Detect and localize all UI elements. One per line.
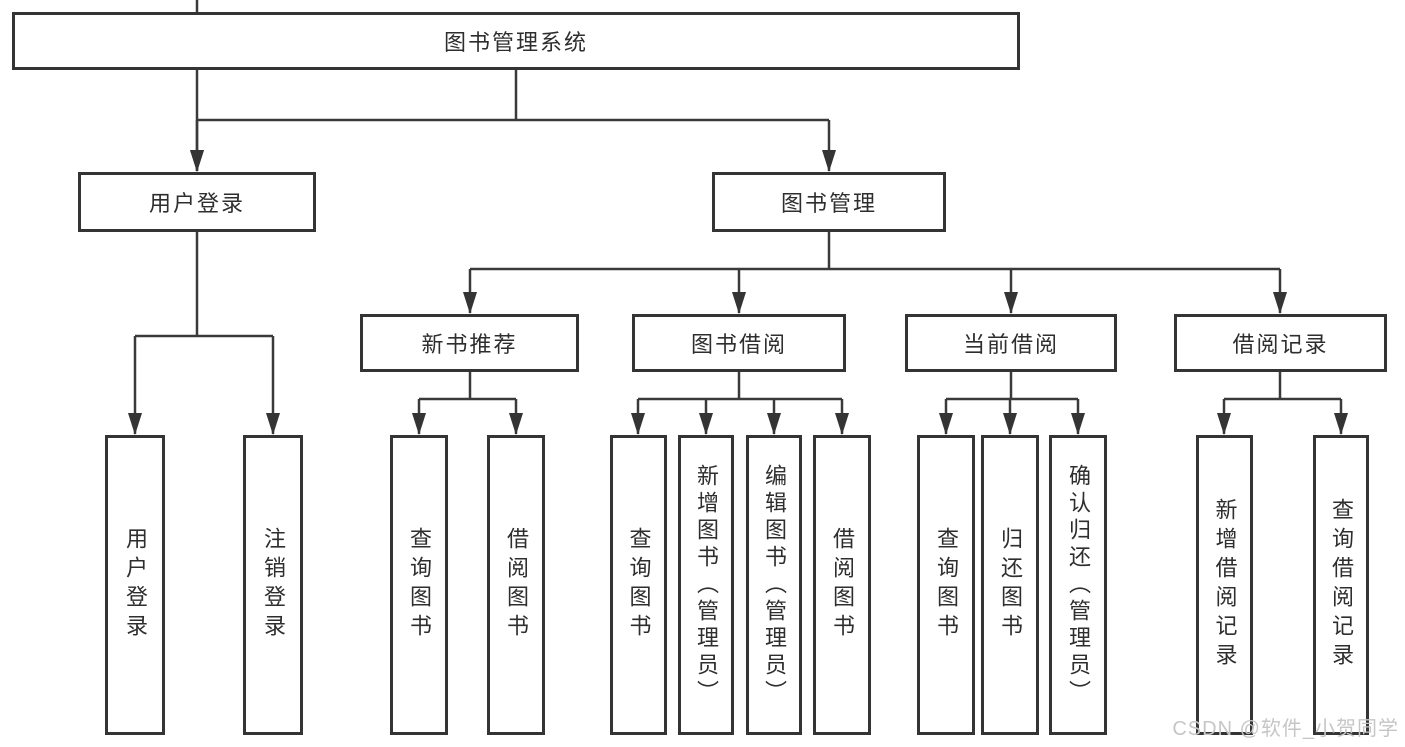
leaf-add-books-admin: 新增图书（管理员） — [678, 435, 734, 735]
leaf-query-books-1: 查询图书 — [390, 435, 448, 735]
leaf-add-borrow-record: 新增借阅记录 — [1196, 435, 1253, 735]
node-book-management: 图书管理 — [712, 172, 946, 232]
leaf-edit-books-admin: 编辑图书（管理员） — [746, 435, 802, 735]
leaf-query-borrow-record: 查询借阅记录 — [1313, 435, 1369, 735]
leaf-logout: 注销登录 — [243, 435, 303, 735]
csdn-watermark: CSDN @软件_小贺同学 — [1172, 718, 1399, 740]
node-current-borrow: 当前借阅 — [905, 314, 1117, 372]
node-new-book-recommend: 新书推荐 — [360, 314, 579, 372]
leaf-borrow-books-2: 借阅图书 — [813, 435, 871, 735]
node-library-management-system: 图书管理系统 — [12, 12, 1020, 70]
node-user-login-branch: 用户登录 — [78, 172, 316, 232]
leaf-return-books: 归还图书 — [981, 435, 1039, 735]
leaf-user-login: 用户登录 — [105, 435, 165, 735]
leaf-query-books-2: 查询图书 — [610, 435, 667, 735]
node-borrow-records: 借阅记录 — [1174, 314, 1387, 372]
leaf-query-books-3: 查询图书 — [917, 435, 975, 735]
node-book-borrow: 图书借阅 — [632, 314, 846, 372]
leaf-confirm-return-admin: 确认归还（管理员） — [1049, 435, 1107, 735]
leaf-borrow-books-1: 借阅图书 — [487, 435, 545, 735]
